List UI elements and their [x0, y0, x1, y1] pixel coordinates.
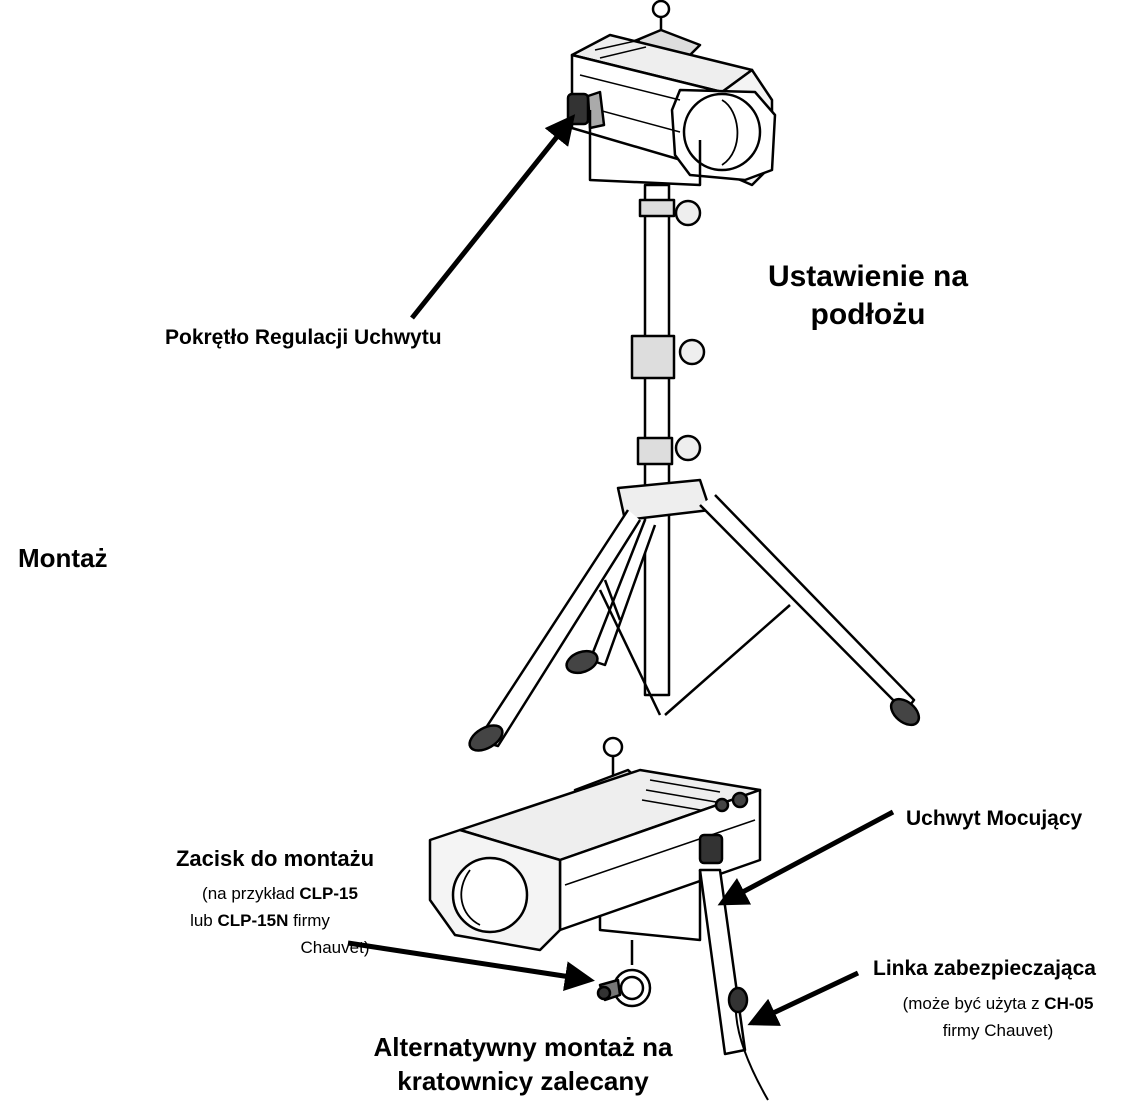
- clamp-model-clp15: CLP-15: [299, 884, 358, 903]
- top-spotlight-illustration: [468, 0, 921, 752]
- adjustment-knob-label: Pokrętło Regulacji Uchwytu: [165, 326, 442, 349]
- clamp-label-title: Zacisk do montażu: [175, 846, 375, 871]
- clamp-note: (na przykład CLP-15 lub CLP-15N firmy Ch…: [145, 880, 415, 961]
- clamp-note-line2: lub CLP-15N firmy: [145, 907, 415, 934]
- mounting-bracket-label: Uchwyt Mocujący: [906, 807, 1083, 830]
- clamp-note-line2-tail: firmy: [288, 911, 330, 930]
- safety-cable-model-ch05: CH-05: [1044, 994, 1094, 1013]
- pointer-arrows: [347, 114, 895, 1026]
- truss-mount-title-line1: Alternatywny montaż na: [373, 1032, 673, 1062]
- safety-cable-note-line1: (może być użyta z CH-05: [858, 990, 1138, 1017]
- arrow-to-safety-cable: [747, 970, 860, 1026]
- floor-setup-title-line1: Ustawienie na: [767, 260, 969, 293]
- clamp-note-line3: Chauvet): [300, 938, 370, 957]
- truss-mount-title: Alternatywny montaż na kratownicy zaleca…: [336, 1030, 710, 1098]
- floor-setup-title-line2: podłożu: [810, 298, 926, 331]
- clamp-note-line2-text: lub: [190, 911, 218, 930]
- floor-setup-title: Ustawienie na podłożu: [752, 258, 984, 334]
- bottom-spotlight-illustration: [428, 736, 769, 1101]
- safety-cable-label: Linka zabezpieczająca: [873, 957, 1096, 980]
- clamp-note-line1: (na przykład CLP-15: [145, 880, 415, 907]
- arrow-to-adjustment-knob: [410, 114, 576, 320]
- arrow-to-mounting-bracket: [717, 809, 895, 906]
- safety-cable-note: (może być użyta z CH-05 firmy Chauvet): [858, 990, 1138, 1044]
- safety-cable-note-line1-text: (może być użyta z: [902, 994, 1045, 1013]
- safety-cable-note-line2: firmy Chauvet): [942, 1021, 1054, 1040]
- mounting-title: Montaż: [18, 543, 108, 573]
- clamp-note-line1-text: (na przykład: [202, 884, 300, 903]
- arrow-to-clamp: [347, 940, 595, 992]
- clamp-model-clp15n: CLP-15N: [217, 911, 289, 930]
- truss-mount-title-line2: kratownicy zalecany: [397, 1066, 649, 1096]
